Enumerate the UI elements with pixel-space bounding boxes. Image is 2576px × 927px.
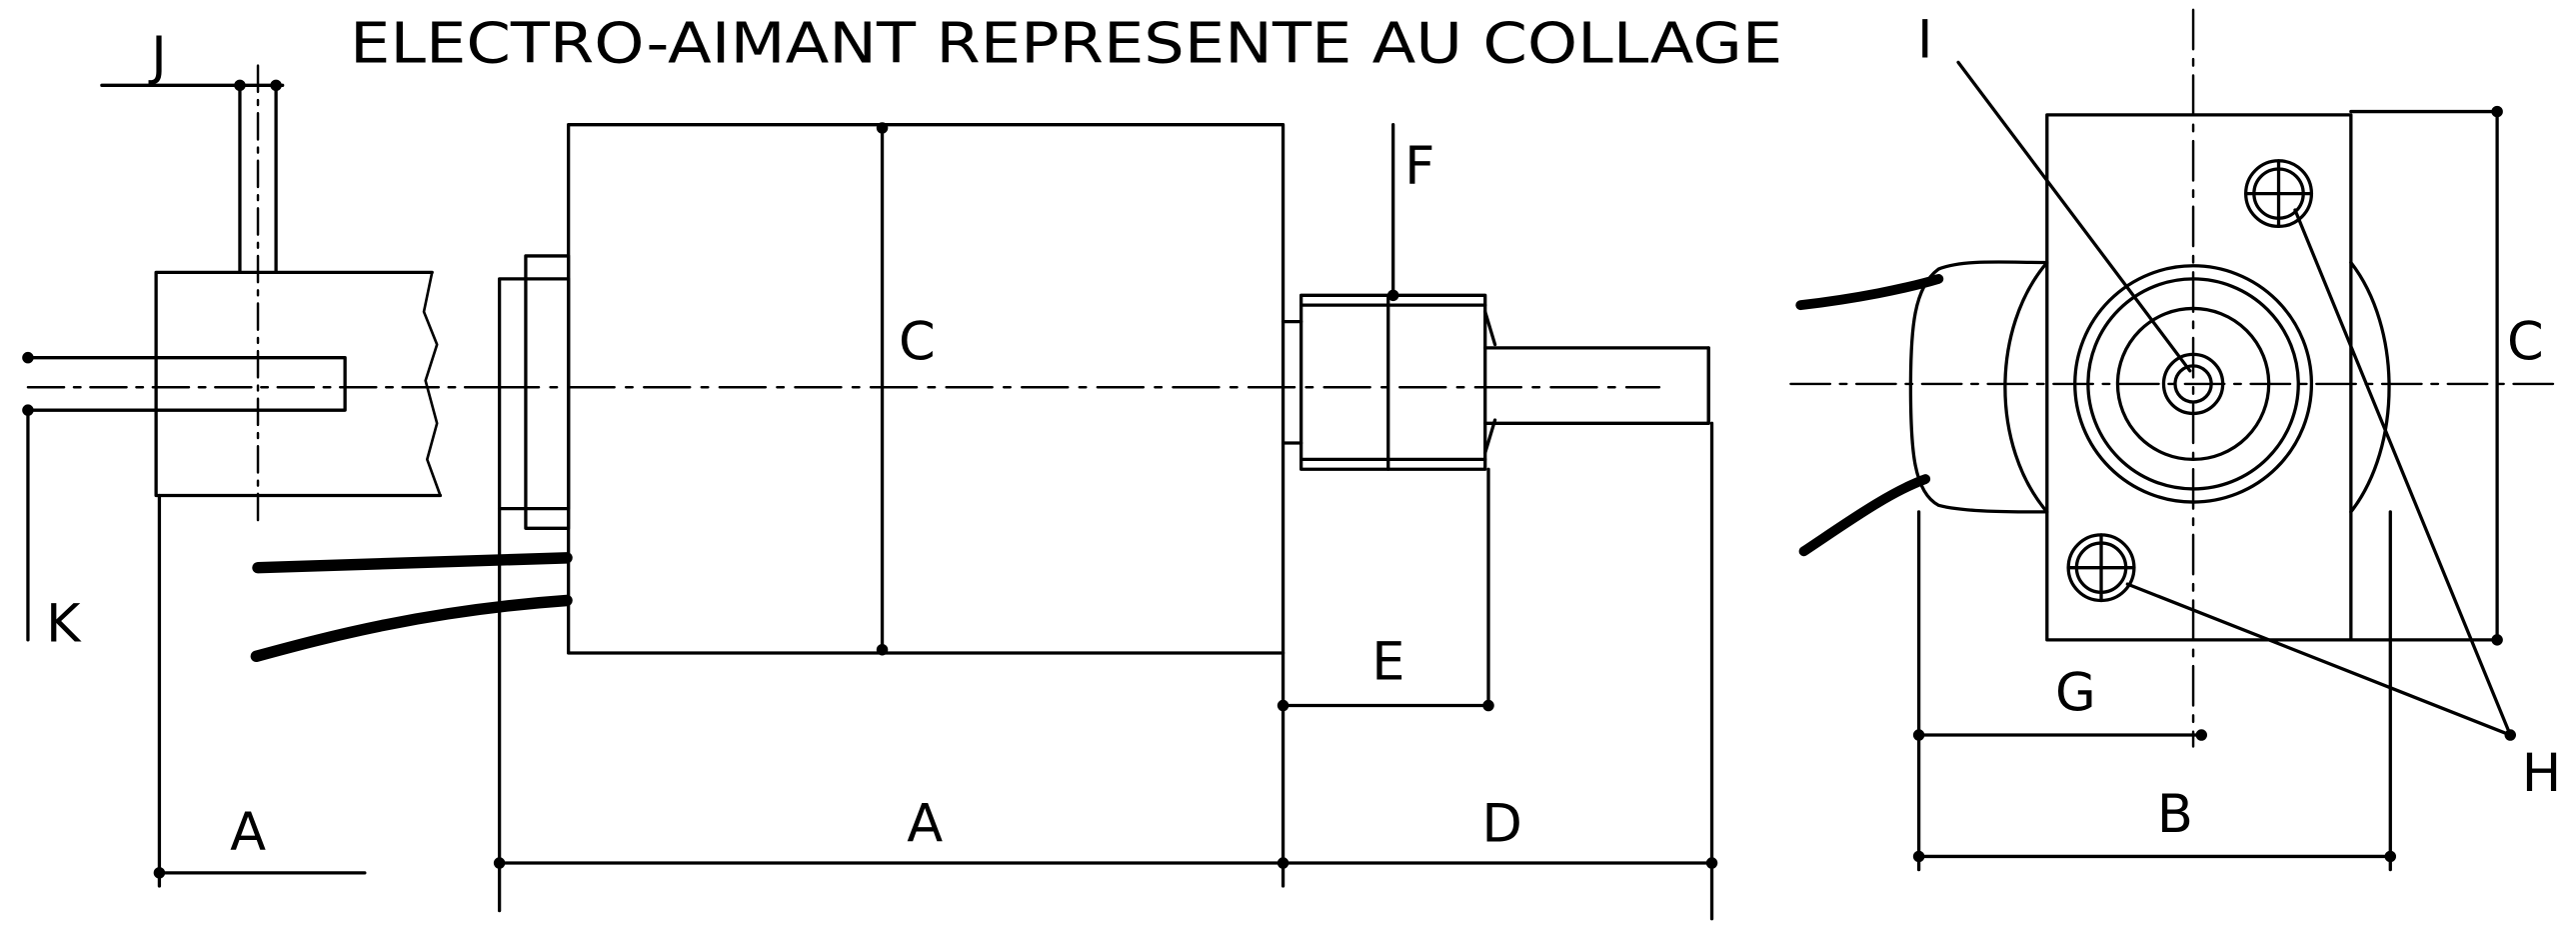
label-h: H bbox=[2522, 743, 2562, 804]
label-k: K bbox=[46, 594, 82, 655]
label-i: I bbox=[1917, 9, 1933, 70]
label-c-body: C bbox=[899, 311, 936, 372]
label-g: G bbox=[2055, 662, 2096, 723]
label-e: E bbox=[1371, 631, 1404, 692]
end-view bbox=[1789, 8, 2556, 872]
label-f: F bbox=[1404, 136, 1434, 197]
label-b: B bbox=[2157, 784, 2193, 845]
label-d: D bbox=[1481, 794, 1521, 855]
drawing-title: ELECTRO-AIMANT REPRESENTE AU COLLAGE bbox=[350, 11, 1782, 76]
label-c-right: C bbox=[2507, 311, 2544, 372]
label-a-body: A bbox=[907, 794, 943, 855]
main-body-view bbox=[250, 122, 1718, 921]
label-a-left: A bbox=[230, 802, 266, 863]
label-j: J bbox=[148, 26, 167, 87]
side-detail-view bbox=[22, 64, 495, 888]
